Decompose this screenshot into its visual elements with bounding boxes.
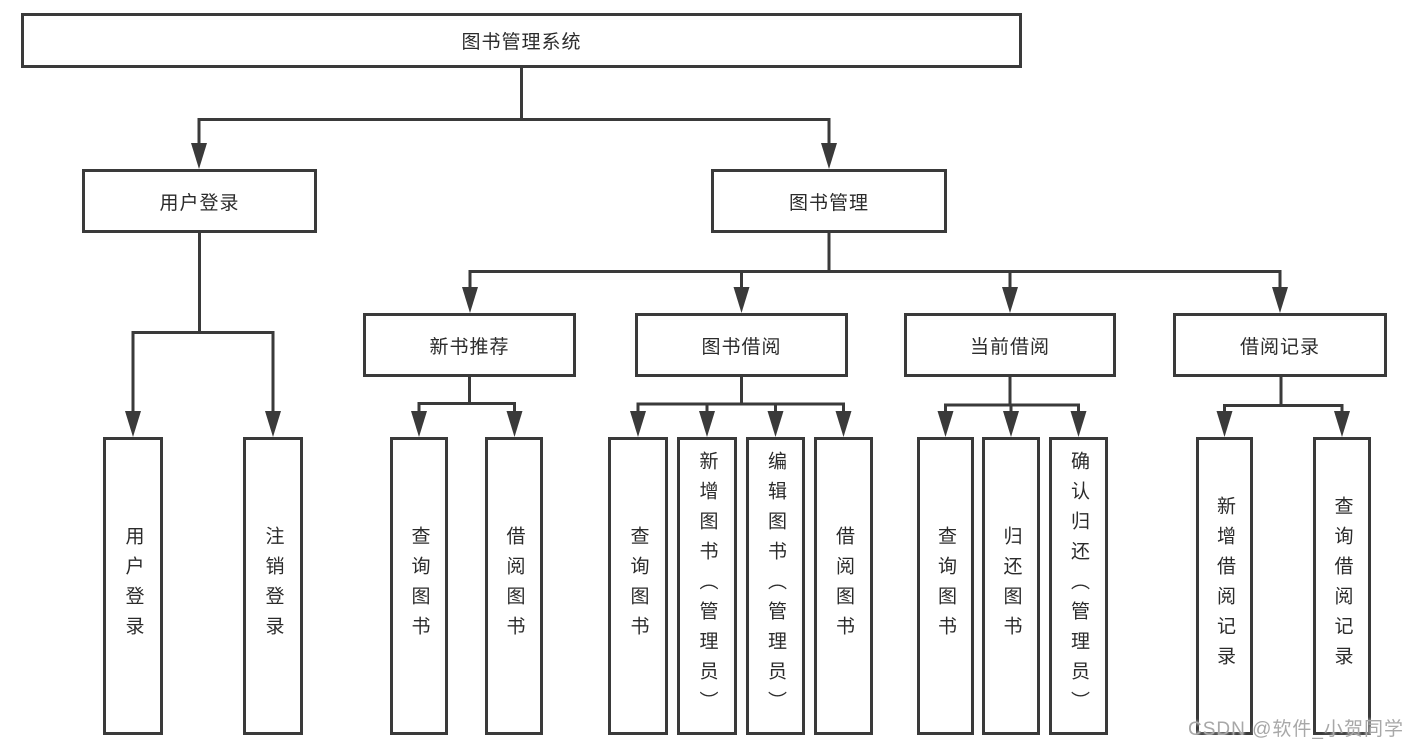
leaf-user-login: 用户登录 bbox=[103, 437, 163, 735]
leaf-edit-book-admin: 编辑图书（管理员） bbox=[746, 437, 805, 735]
node-borrow-records: 借阅记录 bbox=[1173, 313, 1387, 377]
node-new-book-recommend-label: 新书推荐 bbox=[429, 336, 510, 358]
node-user-login: 用户登录 bbox=[82, 169, 317, 233]
leaf-borrow-books-recommend-label: 借阅图书 bbox=[503, 526, 525, 646]
leaf-add-borrow-record: 新增借阅记录 bbox=[1196, 437, 1253, 735]
csdn-watermark: CSDN @软件_小贺同学 bbox=[1188, 719, 1404, 740]
node-borrow-records-label: 借阅记录 bbox=[1239, 336, 1320, 358]
leaf-borrow-books-2: 借阅图书 bbox=[814, 437, 873, 735]
leaf-add-book-admin-label: 新增图书（管理员） bbox=[696, 451, 718, 721]
node-library-system: 图书管理系统 bbox=[21, 13, 1022, 68]
leaf-confirm-return-admin-label: 确认归还（管理员） bbox=[1068, 451, 1089, 721]
leaf-edit-book-admin-label: 编辑图书（管理员） bbox=[765, 451, 786, 721]
leaf-add-borrow-record-label: 新增借阅记录 bbox=[1214, 496, 1235, 676]
node-book-management: 图书管理 bbox=[711, 169, 947, 233]
node-current-borrow-label: 当前借阅 bbox=[969, 336, 1050, 358]
leaf-return-books: 归还图书 bbox=[982, 437, 1040, 735]
leaf-query-books-recommend-label: 查询图书 bbox=[408, 526, 430, 646]
leaf-query-borrow-record-label: 查询借阅记录 bbox=[1331, 496, 1353, 676]
leaf-query-books-borrow-label: 查询图书 bbox=[627, 526, 649, 646]
leaf-borrow-books-2-label: 借阅图书 bbox=[833, 526, 854, 646]
leaf-query-books-current: 查询图书 bbox=[917, 437, 974, 735]
leaf-query-books-recommend: 查询图书 bbox=[390, 437, 448, 735]
node-user-login-label: 用户登录 bbox=[159, 192, 240, 214]
leaf-user-login-label: 用户登录 bbox=[122, 526, 144, 646]
leaf-query-books-borrow: 查询图书 bbox=[608, 437, 668, 735]
leaf-query-books-current-label: 查询图书 bbox=[935, 526, 956, 646]
leaf-query-borrow-record: 查询借阅记录 bbox=[1313, 437, 1371, 735]
node-book-management-label: 图书管理 bbox=[788, 192, 869, 214]
node-book-borrow-label: 图书借阅 bbox=[701, 336, 782, 358]
leaf-logout: 注销登录 bbox=[243, 437, 303, 735]
leaf-logout-label: 注销登录 bbox=[262, 526, 284, 646]
leaf-confirm-return-admin: 确认归还（管理员） bbox=[1049, 437, 1108, 735]
node-book-borrow: 图书借阅 bbox=[635, 313, 848, 377]
leaf-return-books-label: 归还图书 bbox=[1000, 526, 1022, 646]
leaf-borrow-books-recommend: 借阅图书 bbox=[485, 437, 543, 735]
leaf-add-book-admin: 新增图书（管理员） bbox=[677, 437, 737, 735]
node-new-book-recommend: 新书推荐 bbox=[363, 313, 576, 377]
node-library-system-label: 图书管理系统 bbox=[461, 32, 582, 53]
node-current-borrow: 当前借阅 bbox=[904, 313, 1116, 377]
